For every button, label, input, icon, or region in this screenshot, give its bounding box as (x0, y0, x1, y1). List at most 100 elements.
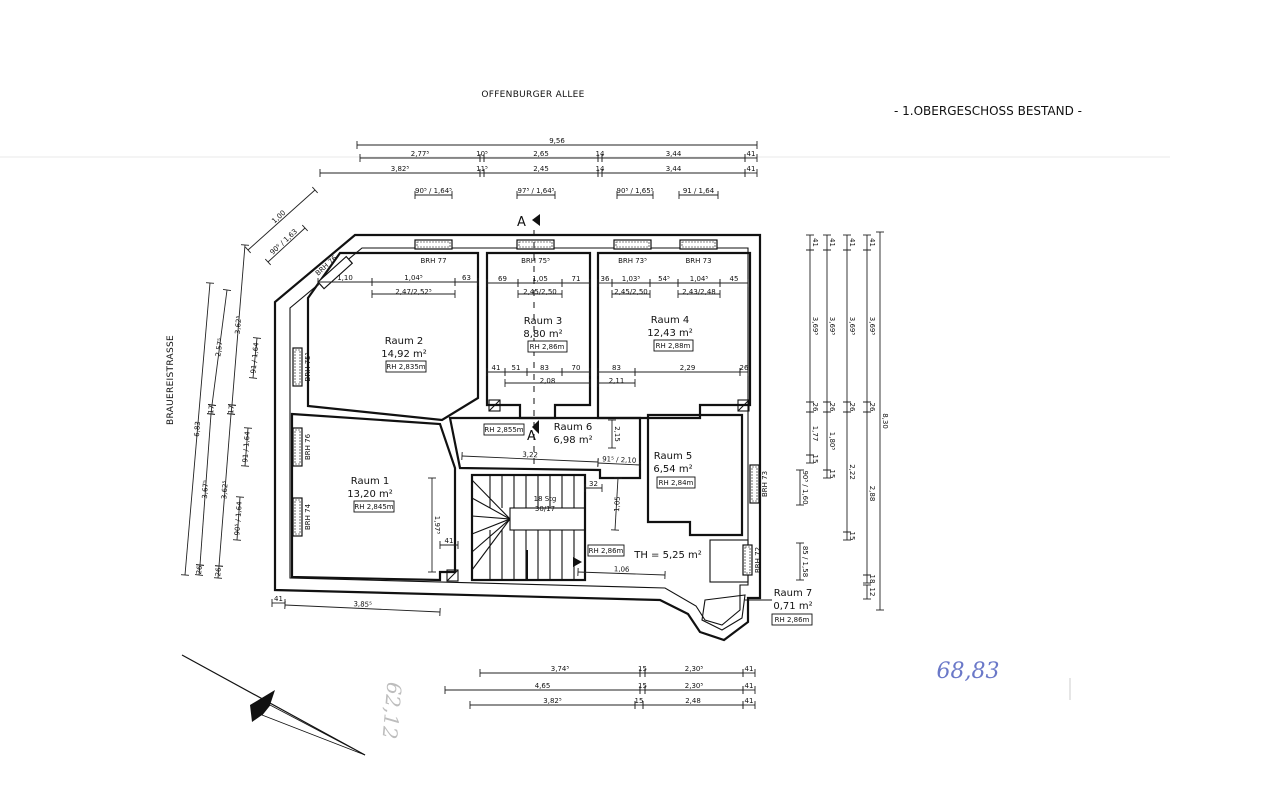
north-arrow-icon (181, 654, 366, 756)
room-height: RH 2,845m (354, 503, 393, 511)
shaft-icon (446, 569, 459, 582)
shaft-icon (488, 399, 501, 412)
dimension-label: 15 (638, 682, 647, 690)
dimension: 2,15 (608, 419, 621, 449)
dimension-label: 26 (740, 364, 749, 372)
dimension: 41 (742, 682, 756, 694)
dimension: 1,03⁵ (611, 275, 651, 287)
dimension-label: 41 (745, 665, 754, 673)
room-name: Raum 3 (524, 316, 562, 327)
section-arrow-icon (532, 420, 539, 434)
dimension-label: 3,44 (666, 150, 682, 158)
dimension-label: 85 / 1,58 (801, 546, 809, 577)
window: BRH 76 (292, 427, 312, 467)
stair-height: RH 2,86m (589, 547, 624, 555)
dimension-label: 45 (730, 275, 739, 283)
dimension: 3,85⁵ (284, 600, 441, 617)
room-area: 13,20 m² (347, 489, 393, 500)
room-label-6: Raum 6 6,98 m² RH 2,855m (483, 422, 593, 446)
dimension-label: 26 (214, 567, 223, 577)
dimension-label: 15 (811, 455, 819, 464)
dimension: 1,05 (610, 477, 623, 531)
dimension: 69 (486, 275, 519, 287)
dimension: 12 (863, 584, 876, 600)
dimension-label: 90⁵ / 1,60 (801, 470, 809, 504)
dimension-label: 70 (572, 364, 581, 372)
dimension: 1,05 (517, 275, 563, 287)
dimension-label: 41 (811, 238, 819, 247)
dimension: 1,97⁵ (428, 477, 441, 573)
dimension: 3,44 (601, 150, 746, 162)
dimension-label: 15 (638, 665, 647, 673)
dimension: 97⁵ / 1,64⁵ (516, 187, 556, 199)
section-label: A (527, 429, 536, 444)
room-name: Raum 7 (774, 588, 812, 599)
dimension-label: 4,65 (535, 682, 551, 690)
dimension-label: 2,45/2,50 (614, 288, 648, 296)
dimension: 2,57⁵ (207, 289, 232, 406)
dimension-label: 3,82⁵ (391, 165, 410, 173)
stair-label: TH = 5,25 m² RH 2,86m 18 Stg 30/17 (534, 495, 702, 567)
dimension: 3,82⁵ (469, 697, 636, 709)
dimension: 54⁵ (649, 275, 679, 287)
dimension: 2,11 (597, 377, 636, 387)
room-name: Raum 4 (651, 315, 689, 326)
room-name: Raum 1 (351, 476, 389, 487)
window-sill-height: BRH 76 (304, 433, 312, 460)
section-marker-bottom: A (527, 420, 539, 444)
dimension-label: 2,48 (685, 697, 701, 705)
window: BRH 73 (679, 239, 718, 265)
dimension: 41 (486, 364, 506, 376)
dimension-label: 2,77⁵ (411, 150, 430, 158)
dimension: 51 (504, 364, 528, 376)
dimension-label: 14 (596, 150, 605, 158)
room-height: RH 2,86m (775, 616, 810, 624)
room-area: 12,43 m² (647, 328, 693, 339)
stair-steps: 18 Stg (534, 495, 557, 503)
dimension: 3,62⁵ (227, 244, 250, 406)
dimension-label: 8,30 (881, 413, 889, 429)
dimension: 41 (863, 234, 876, 251)
dimension-label: 2,08 (540, 377, 556, 385)
dimension: 1,06 (577, 565, 666, 580)
dimension: 8,30 (876, 231, 889, 611)
dimension-label: 41 (745, 697, 754, 705)
dimension: 4,65 (444, 682, 641, 694)
street-name-top: OFFENBURGER ALLEE (481, 90, 584, 100)
dimension-label: 90⁵ / 1,64 (233, 501, 243, 536)
dimension: 91 / 1,64 (248, 337, 262, 379)
dimension-label: 26 (195, 565, 204, 575)
dimension: 2,47/2,52⁵ (371, 288, 456, 298)
window: BRH 77 (414, 239, 453, 265)
dimension: 91⁵ / 2,10 (597, 455, 641, 470)
dimension: 26 (213, 565, 224, 579)
window-sill-height: BRH 72 (754, 547, 762, 573)
dimension: 15 (823, 470, 836, 478)
dimension: 14 (596, 165, 605, 177)
dimension: 17 (226, 404, 237, 415)
room-height: RH 2,86m (530, 343, 565, 351)
dimension-label: 2,30⁵ (685, 682, 704, 690)
window-sill-height: BRH 75⁵ (521, 257, 550, 265)
dimension-label: 3,82⁵ (543, 697, 562, 705)
dimension-label: 69 (498, 275, 507, 283)
dimension-label: 83 (540, 364, 549, 372)
dimension: 2,45 (483, 165, 599, 177)
room-2-outline (306, 251, 480, 422)
dimension: 41 (843, 234, 856, 251)
dimension: 32 (584, 480, 603, 492)
dimension-label: 41 (868, 238, 876, 247)
handwritten-total-area: 68,83 (937, 659, 1000, 684)
dimension-label: 1,06 (614, 565, 630, 574)
dimension-label: 26 (828, 403, 836, 412)
dimension: 26 (194, 564, 205, 576)
dimension-label: 91 / 1,64 (241, 431, 251, 463)
window: BRH 72 (742, 544, 762, 576)
dimension-label: 41 (747, 150, 756, 158)
dimension: 2,45/2,50 (517, 288, 563, 298)
dimension-label: 14 (596, 165, 605, 173)
dimension-label: 91 / 1,64 (683, 187, 715, 195)
